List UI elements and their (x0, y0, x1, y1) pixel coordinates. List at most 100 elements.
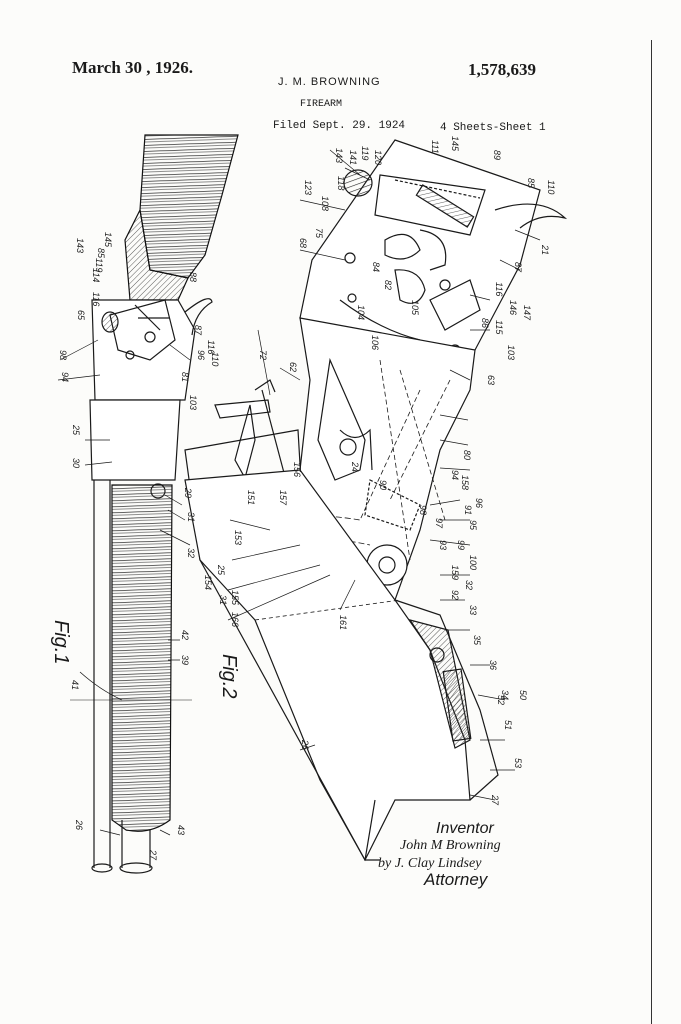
ref-numeral: 95 (468, 520, 478, 531)
ref-numeral: 120 (373, 150, 383, 165)
ref-numeral: 118 (336, 176, 346, 190)
ref-numeral: 119 (94, 258, 104, 272)
ref-numeral: 110 (546, 180, 556, 194)
ref-numeral: 161 (338, 615, 348, 630)
ref-numeral: 116 (494, 282, 504, 296)
ref-numeral: 157 (278, 490, 288, 506)
ref-numeral: 25 (216, 564, 226, 576)
figure-1-drawing (57, 134, 239, 874)
ref-numeral: 153 (233, 530, 243, 545)
ref-numeral: 141 (348, 150, 358, 165)
ref-numeral: 90 (378, 480, 388, 490)
ref-numeral: 98 (58, 350, 68, 360)
ref-numeral: 158 (460, 475, 470, 490)
ref-numeral: 82 (383, 280, 393, 290)
ref-numeral: 145 (450, 136, 460, 152)
patent-date: March 30 , 1926. (72, 58, 194, 77)
ref-numeral: 62 (288, 362, 298, 372)
figure-1-label: Fig.1 (50, 620, 72, 665)
ref-numeral: 114 (91, 268, 101, 282)
ref-numeral: 32 (186, 548, 196, 558)
sheet-count: 4 Sheets-Sheet 1 (440, 122, 546, 134)
inventor-signature: John M Browning (400, 838, 501, 853)
ref-numeral: 108 (320, 196, 330, 211)
ref-numeral: 96 (474, 498, 484, 508)
ref-numeral: 63 (486, 375, 496, 385)
ref-numeral: 106 (370, 335, 380, 350)
ref-numeral: 33 (468, 605, 478, 615)
ref-numeral: 93 (438, 540, 448, 550)
fig2-reference-numerals: 120 119 141 143 145 111 89 85 110 21 87 … (203, 136, 556, 806)
ref-numeral: 155 (230, 590, 240, 606)
page-edge-rule (651, 40, 652, 1024)
ref-numeral: 31 (218, 595, 228, 605)
ref-numeral: 154 (203, 575, 213, 590)
ref-numeral: 34 (500, 690, 510, 700)
figure-2-drawing (184, 139, 568, 862)
ref-numeral: 27 (148, 849, 158, 861)
ref-numeral: 52 (496, 695, 506, 705)
ref-numeral: 29 (183, 487, 193, 498)
ref-numeral: 85 (96, 248, 106, 259)
ref-numeral: 53 (513, 758, 523, 768)
ref-numeral: 26 (300, 739, 310, 750)
ref-numeral: 86 (480, 318, 490, 328)
ref-numeral: 119 (360, 146, 370, 160)
ref-numeral: 92 (450, 590, 460, 600)
ref-numeral: 21 (540, 244, 550, 255)
ref-numeral: 94 (60, 372, 70, 382)
ref-numeral: 91 (463, 505, 473, 515)
ref-numeral: 75 (314, 228, 324, 239)
ref-numeral: 42 (180, 630, 190, 640)
ref-numeral: 50 (518, 690, 528, 700)
ref-numeral: 25 (71, 424, 81, 436)
ref-numeral: 111 (430, 140, 440, 154)
ref-numeral: 65 (76, 310, 86, 321)
ref-numeral: 31 (186, 512, 196, 522)
ref-numeral: 145 (103, 232, 113, 248)
fig1-reference-numerals: 116 114 145 143 119 65 98 94 85 96 116 8… (58, 232, 220, 861)
ref-numeral: 27 (490, 794, 500, 806)
fig1-forearm-body (89, 399, 181, 481)
ref-numeral: 68 (298, 238, 308, 248)
fig2-top-lever (214, 399, 271, 480)
ref-numeral: 99 (456, 540, 466, 550)
ref-numeral: 123 (303, 180, 313, 195)
ref-numeral: 85 (526, 178, 536, 189)
ref-numeral: 146 (508, 300, 518, 315)
ref-numeral: 24 (350, 461, 360, 472)
ref-numeral: 87 (513, 262, 523, 273)
ref-numeral: 104 (356, 305, 366, 320)
ref-numeral: 51 (503, 720, 513, 730)
ref-numeral: 143 (75, 238, 85, 253)
ref-numeral: 143 (334, 148, 344, 163)
ref-numeral: 115 (494, 320, 504, 335)
ref-numeral: 116 (91, 292, 101, 306)
ref-numeral: 96 (196, 350, 206, 360)
ref-numeral: 39 (180, 655, 190, 665)
attorney-signature: by J. Clay Lindsey (378, 856, 482, 871)
ref-numeral: 35 (472, 635, 482, 646)
ref-numeral: 89 (492, 150, 502, 160)
ref-numeral: 97 (434, 518, 444, 529)
ref-numeral: 26 (74, 819, 84, 830)
inventor-name: J. M. BROWNING (278, 76, 381, 88)
ref-numeral: 100 (468, 555, 478, 570)
fig1-butt-stock (139, 134, 239, 279)
inventor-label: Inventor (436, 820, 494, 837)
ref-numeral: 84 (371, 262, 381, 272)
ref-numeral: 94 (450, 470, 460, 480)
ref-numeral: 105 (410, 300, 420, 316)
ref-numeral: 36 (488, 660, 498, 670)
fig1-fore-end (111, 484, 173, 832)
ref-numeral: 32 (464, 580, 474, 590)
ref-numeral: 103 (506, 345, 516, 360)
patent-number: 1,578,639 (468, 60, 536, 79)
ref-numeral: 156 (292, 462, 302, 477)
ref-numeral: 88 (188, 272, 198, 282)
filed-date: Filed Sept. 29. 1924 (273, 120, 406, 132)
ref-numeral: 147 (522, 305, 532, 321)
ref-numeral: 80 (462, 450, 472, 460)
ref-numeral: 116 (206, 340, 216, 354)
